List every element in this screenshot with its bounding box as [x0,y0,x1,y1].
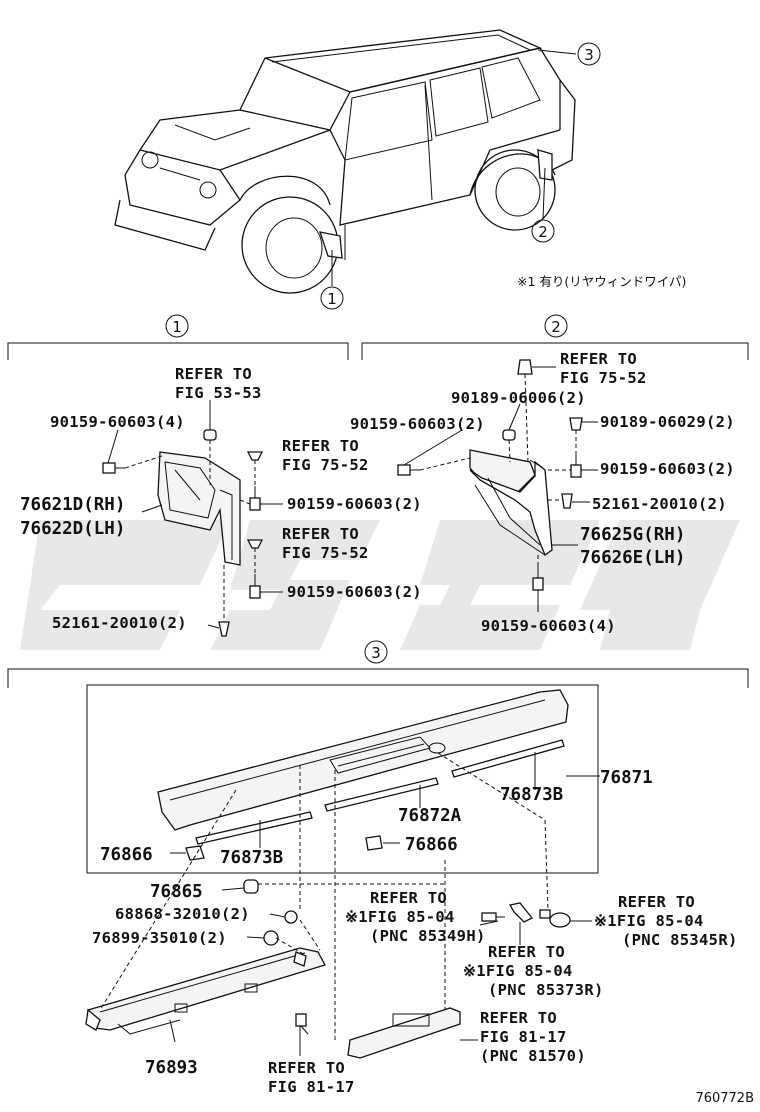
nut-icon [246,451,264,461]
watermark-logo [20,520,740,650]
brake-lamp [347,1007,461,1059]
washer-icon [263,930,279,946]
ref-81-17-b-line2: FIG 81-17 [268,1078,355,1096]
bolt-bottom-label: 90159-60603(4) [481,617,616,635]
hose-icon [508,902,534,923]
ref-fig-53-53-line1: REFER TO [175,365,252,383]
mudguard-lh-label: 76622D(LH) [20,519,125,539]
mudguard-rh-label: 76625G(RH) [580,525,685,545]
section-3-number: 3 [371,644,381,662]
clip-icon [218,621,230,637]
lower-cover [85,947,326,1035]
nut-label: 68868-32010(2) [115,905,250,923]
tape-center [324,777,439,812]
rear-mudguard [469,449,553,557]
bolt-left-label: 90159-60603(4) [50,413,185,431]
section-1-frame: 1 [7,314,349,360]
ref-fig-75-52-b-line1: REFER TO [282,525,359,543]
bolt-icon [102,462,125,474]
section-3-frame: 3 [7,640,749,874]
spoiler-label: 76871 [600,768,653,788]
ref-85-04-c-line3: (PNC 85373R) [488,981,604,999]
nut-icon [246,539,264,549]
section-2-number: 2 [551,318,561,336]
screw-icon [569,417,583,431]
clip-label: 52161-20010(2) [52,614,187,632]
ref-81-17-a-line1: REFER TO [480,1009,557,1027]
ref-85-04-c-line1: REFER TO [488,943,565,961]
grommet-label: 76865 [150,882,203,902]
washer-label: 76899-35010(2) [92,929,227,947]
ref-85-04-b-line3: (PNC 85345R) [622,931,738,949]
tape-left [195,811,313,845]
mudguard-lh-label: 76626E(LH) [580,548,685,568]
ref-fig-53-53-line2: FIG 53-53 [175,384,262,402]
ref-85-04-c-line2: ※1FIG 85-04 [463,962,573,980]
section-3-leaders [99,752,600,1056]
ref-85-04-b-line1: REFER TO [618,893,695,911]
clip-icon [203,429,217,441]
vehicle-illustration [114,29,576,294]
ref-85-04-a-line2: ※1FIG 85-04 [345,908,455,926]
grommet-icon [243,879,259,894]
tape-right [451,739,565,778]
cap-center-label: 76866 [405,835,458,855]
bolt-icon [397,464,420,476]
ref-85-04-a-line3: (PNC 85349H) [370,927,486,945]
clip-icon [517,359,533,375]
ref-fig-75-52-a-line2: FIG 75-52 [282,456,369,474]
ref-fig-75-52-b-line2: FIG 75-52 [282,544,369,562]
mudguard-rh-label: 76621D(RH) [20,495,125,515]
clip-icon [502,429,516,441]
ref-fig-75-52-line1: REFER TO [560,350,637,368]
callout-3-label: 3 [584,46,594,64]
screw-b-label: 90189-06029(2) [600,413,735,431]
washer-nozzle-icon [539,909,571,928]
callout-2-label: 2 [538,223,548,241]
bolt-right-label: 90159-60603(2) [600,460,735,478]
ref-85-04-a-line1: REFER TO [370,889,447,907]
vehicle-callout-3: 3 [537,42,601,66]
nut-icon [284,910,298,924]
tape-right-label: 76873B [500,785,563,805]
screw-a-label: 90189-06006(2) [451,389,586,407]
connector-icon [481,912,505,922]
clip-icon [561,493,573,509]
vehicle-callout-1: 1 [320,250,344,310]
ref-81-17-b-line1: REFER TO [268,1059,345,1077]
roof-spoiler [157,689,569,831]
tape-left-label: 76873B [220,848,283,868]
callout-1-label: 1 [327,290,337,308]
ref-81-17-a-line2: FIG 81-17 [480,1028,567,1046]
ref-fig-75-52-line2: FIG 75-52 [560,369,647,387]
section-2-frame: 2 [361,314,749,360]
ref-81-17-a-line3: (PNC 81570) [480,1047,586,1065]
bolt-mid2-label: 90159-60603(2) [287,583,422,601]
ref-85-04-b-line2: ※1FIG 85-04 [594,912,704,930]
clip-label: 52161-20010(2) [592,495,727,513]
cap-center-icon [365,835,383,851]
front-mudguard [157,451,241,566]
ref-fig-75-52-a-line1: REFER TO [282,437,359,455]
section-2-leaders [403,366,598,612]
bolt-icon [295,1013,309,1035]
vehicle-callout-2: 2 [531,167,555,243]
wiper-note: ※1 有り(リヤウィンドワイパ) [517,274,686,289]
bolt-icon [570,453,582,478]
cap-left-label: 76866 [100,845,153,865]
tape-center-label: 76872A [398,806,462,826]
lower-cover-label: 76893 [145,1058,198,1078]
cap-left-icon [185,845,205,861]
bolt-left-label: 90159-60603(2) [350,415,485,433]
section-1-number: 1 [172,318,182,336]
bolt-mid1-label: 90159-60603(2) [287,495,422,513]
section-1-leaders [107,400,283,629]
drawing-id: 760772B [695,1091,754,1106]
